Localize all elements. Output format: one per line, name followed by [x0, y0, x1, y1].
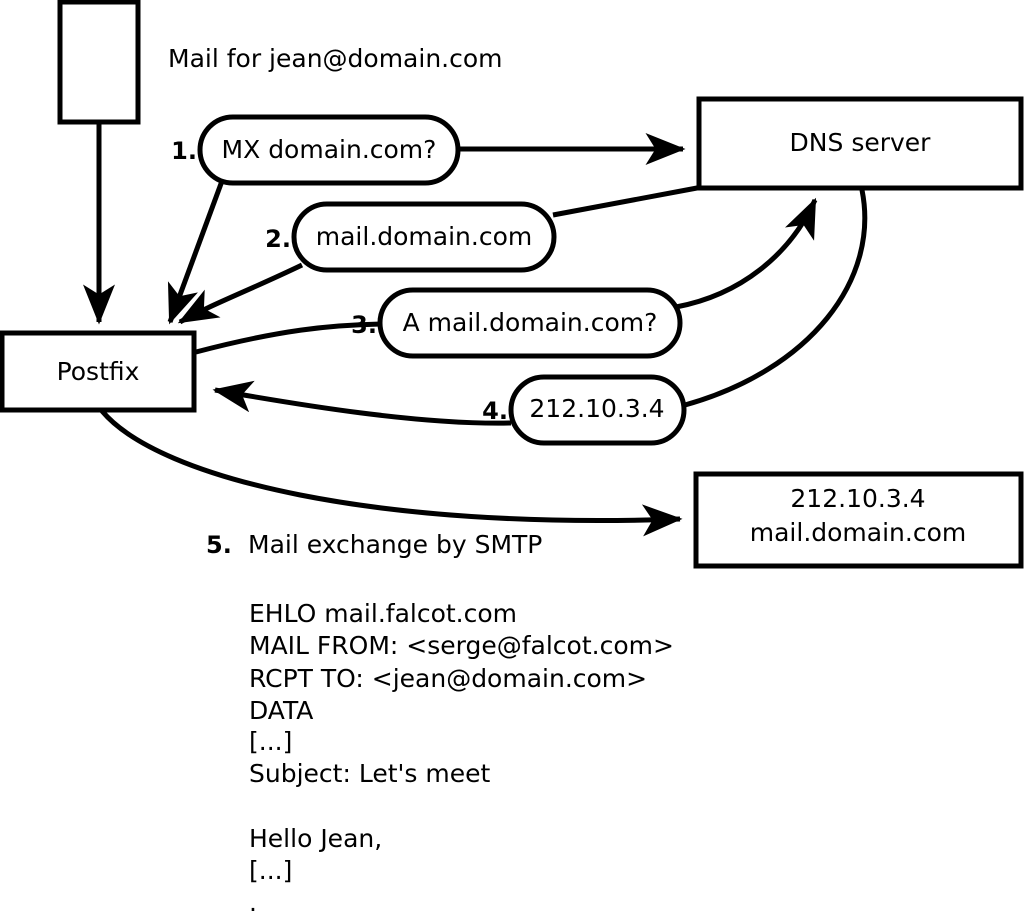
dns-server-box	[696, 96, 1024, 191]
step-2-number: 2.	[265, 225, 291, 253]
postfix-label: Postfix	[57, 357, 140, 386]
step-3-number: 3.	[351, 311, 377, 339]
edge-step3-to-dns	[675, 197, 818, 310]
edge-step1-tail	[167, 180, 225, 325]
step-4-label: 212.10.3.4	[529, 394, 664, 423]
mail-server-host-label: mail.domain.com	[750, 518, 966, 547]
transcript-line-2: MAIL FROM: <serge@falcot.com>	[249, 631, 674, 660]
step-4-number: 4.	[482, 397, 508, 425]
mail-for-caption: Mail for jean@domain.com	[168, 44, 503, 73]
edge-step4-from-dns	[684, 189, 868, 408]
step-3-label: A mail.domain.com?	[403, 308, 658, 337]
step-5-label: Mail exchange by SMTP	[248, 530, 542, 559]
step-1-bubble	[197, 114, 461, 186]
transcript-line-8: Hello Jean,	[249, 824, 382, 853]
sender-box	[57, 0, 141, 125]
step-5-number: 5.	[206, 531, 232, 559]
mail-server-box	[693, 471, 1024, 569]
transcript-line-10: .	[249, 888, 257, 917]
edge-step5-smtp	[100, 409, 683, 537]
transcript-line-6: Subject: Let's meet	[249, 759, 490, 788]
postfix-box	[0, 330, 197, 413]
mail-server-ip-label: 212.10.3.4	[790, 484, 925, 513]
smtp-transcript: EHLO mail.falcot.com MAIL FROM: <serge@f…	[249, 599, 674, 917]
step-1-number: 1.	[171, 137, 197, 165]
step-4-bubble	[508, 374, 687, 446]
transcript-line-1: EHLO mail.falcot.com	[249, 599, 517, 628]
edge-step2-from-dns	[552, 185, 698, 218]
dns-server-label: DNS server	[790, 128, 932, 157]
transcript-line-5: [...]	[249, 727, 292, 756]
transcript-line-3: RCPT TO: <jean@domain.com>	[249, 664, 647, 693]
edge-step2-to-postfix	[177, 262, 304, 325]
step-1-label: MX domain.com?	[222, 135, 437, 164]
step-3-bubble	[377, 287, 683, 359]
transcript-line-4: DATA	[249, 696, 313, 725]
edge-step3-from-postfix	[195, 321, 382, 355]
edge-step4-to-postfix	[212, 380, 512, 426]
step-2-bubble	[291, 201, 557, 273]
step-2-label: mail.domain.com	[316, 222, 532, 251]
transcript-line-9: [...]	[249, 856, 292, 885]
